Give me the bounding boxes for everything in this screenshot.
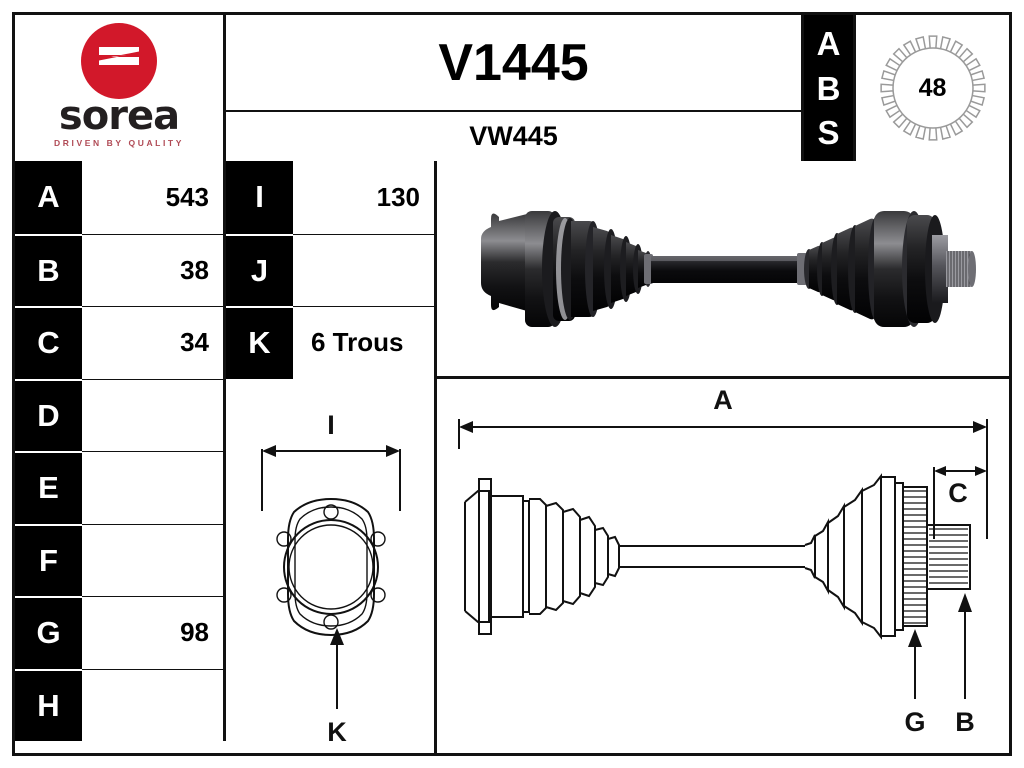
- dim-label-spline: C: [948, 478, 968, 508]
- spec-value-c: 34: [82, 306, 226, 379]
- spec-code-h: H: [15, 668, 82, 741]
- spec-value-j: [293, 233, 434, 307]
- spec-row-j: J: [226, 233, 434, 307]
- oem-reference-row: VW445: [226, 112, 801, 161]
- abs-toothed-ring-icon: 48: [873, 28, 993, 148]
- spec-row-f: F: [15, 523, 226, 596]
- spec-value-k: 6 Trous: [293, 306, 434, 379]
- brand-logo-cell: sorea DRIVEN BY QUALITY: [15, 15, 226, 161]
- spec-code-c: C: [15, 306, 82, 379]
- shaft-outline: [464, 472, 971, 640]
- abs-label-bar: A B S: [804, 15, 853, 161]
- flange-diagram-panel: I: [226, 378, 437, 756]
- brand-tagline: DRIVEN BY QUALITY: [54, 138, 184, 148]
- spec-code-b: B: [15, 233, 82, 306]
- abs-letter-b: B: [816, 69, 841, 107]
- spec-value-d: [82, 378, 226, 451]
- flange-body: [276, 497, 386, 636]
- spec-code-k: K: [226, 306, 293, 379]
- abs-letter-s: S: [817, 114, 840, 152]
- spec-code-e: E: [15, 451, 82, 524]
- dim-label-overall: A: [713, 385, 733, 415]
- sorea-s-glyph: [99, 47, 139, 65]
- sheet-frame: sorea DRIVEN BY QUALITY V1445 VW445 A B …: [12, 12, 1012, 756]
- product-photo-panel: [437, 161, 1009, 379]
- reference-row: V1445: [226, 15, 801, 112]
- spec-code-f: F: [15, 523, 82, 596]
- flange-callout-label: K: [327, 717, 347, 747]
- callout-spline-label: B: [955, 707, 975, 737]
- spec-value-e: [82, 451, 226, 524]
- brand-name: sorea: [58, 93, 180, 139]
- abs-letter-a: A: [816, 24, 841, 62]
- title-cell: V1445 VW445: [226, 15, 804, 161]
- spec-code-j: J: [226, 233, 293, 306]
- six-hole-flange-diagram: I: [261, 410, 401, 747]
- cv-drive-shaft-line-diagram: A C: [458, 385, 988, 737]
- callout-abs-ring-label: G: [904, 707, 925, 737]
- spec-row-d: D: [15, 378, 226, 451]
- abs-ring-cell: 48: [853, 15, 1009, 161]
- gear-svg: [879, 35, 986, 141]
- illustration-panels: A C: [437, 161, 1009, 756]
- spec-row-e: E: [15, 451, 226, 524]
- abs-ring-teeth: [903, 489, 927, 624]
- abs-teeth-count: 48: [918, 73, 947, 102]
- spec-value-i: 130: [376, 181, 420, 212]
- reference-number: V1445: [438, 33, 589, 92]
- sorea-s-logo-icon: [81, 23, 157, 99]
- spec-value-h: [82, 668, 226, 741]
- spec-value-g: 98: [82, 596, 226, 669]
- spec-row-i: I 130: [226, 161, 434, 234]
- cv-drive-shaft-photo: [481, 211, 976, 327]
- flange-dim-label: I: [327, 410, 335, 440]
- header: sorea DRIVEN BY QUALITY V1445 VW445 A B …: [15, 15, 1009, 161]
- spec-value-b: 38: [82, 233, 226, 306]
- spec-code-i: I: [226, 161, 293, 234]
- spec-code-g: G: [15, 596, 82, 669]
- spec-code-a: A: [15, 161, 82, 234]
- oem-reference-number: VW445: [469, 121, 558, 151]
- spec-row-h: H: [15, 668, 226, 741]
- spec-value-f: [82, 523, 226, 596]
- spec-value-a: 543: [82, 161, 226, 234]
- technical-drawing-panel: A C: [437, 379, 1009, 757]
- spline-teeth: [929, 527, 968, 584]
- spec-code-d: D: [15, 378, 82, 451]
